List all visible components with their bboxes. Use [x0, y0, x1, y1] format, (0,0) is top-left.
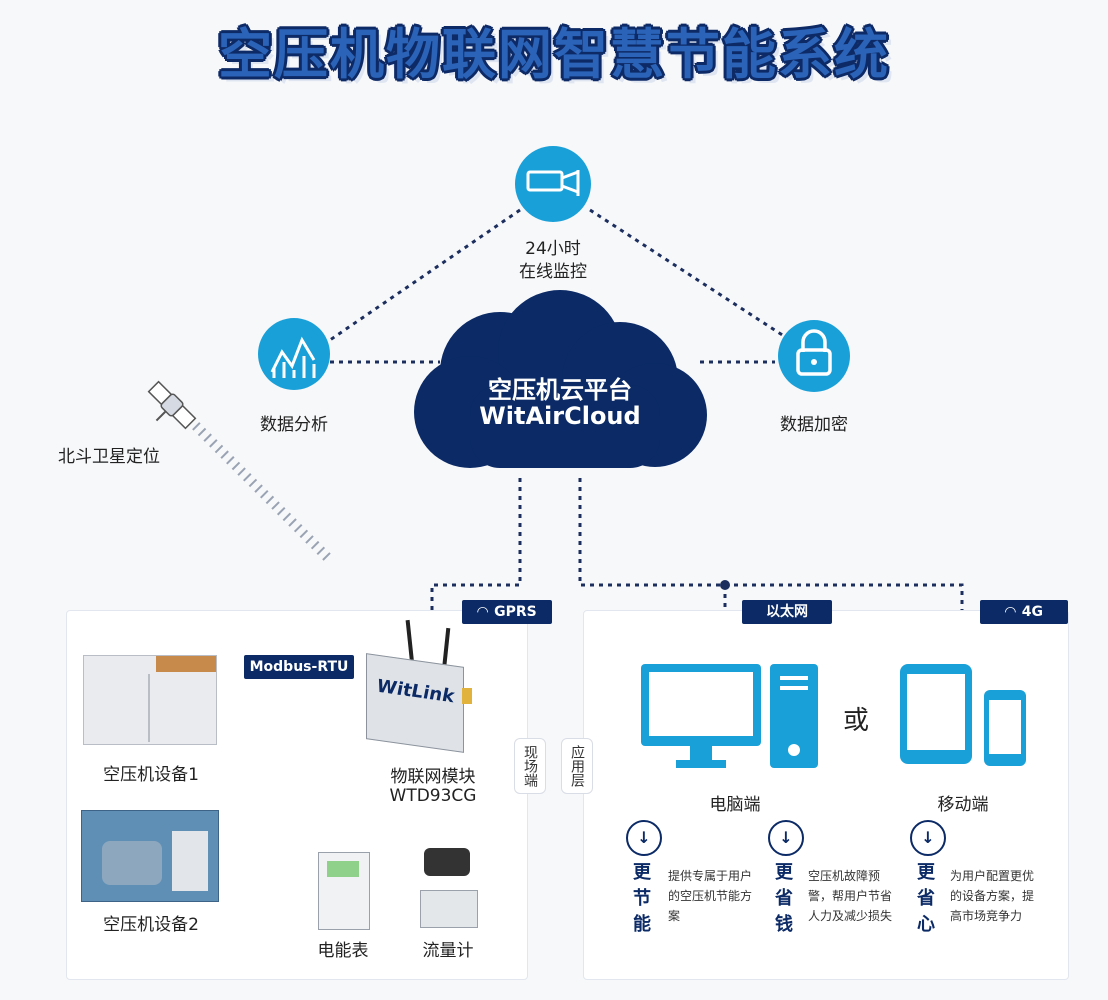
gprs-tag: ◠GPRS — [462, 600, 552, 624]
layer-app: 应用层 — [561, 738, 593, 794]
analysis-icon — [258, 318, 330, 390]
compressor2-image — [81, 810, 219, 902]
link-cloud-app — [578, 478, 964, 632]
arrow-down-icon: ↓ — [768, 820, 804, 856]
modbus-tag: Modbus-RTU — [244, 655, 354, 679]
benefit-1-title: 更节能 — [633, 862, 651, 935]
phone-icon — [984, 690, 1026, 766]
cloud-subtitle: WitAirCloud — [479, 402, 641, 430]
cloud-title: 空压机云平台 — [488, 376, 632, 404]
tablet-icon — [900, 664, 972, 764]
link-monitor-encrypt — [589, 208, 791, 342]
pc-tower-icon — [770, 664, 818, 768]
arrow-down-icon: ↓ — [910, 820, 946, 856]
analysis-label: 数据分析 — [260, 415, 328, 435]
ethernet-tag: 以太网 — [742, 600, 832, 624]
benefit-3-desc: 为用户配置更优的设备方案，提高市场竞争力 — [950, 869, 1035, 923]
monitor-label-line1: 24小时 — [525, 239, 581, 259]
layer-field: 现场端 — [514, 738, 546, 794]
arrow-down-icon: ↓ — [626, 820, 662, 856]
pc-monitor-icon — [641, 664, 761, 746]
meter-label: 电能表 — [317, 941, 369, 961]
link-cloud-gprs — [430, 478, 522, 632]
mobile-label: 移动端 — [937, 795, 989, 815]
benefit-1-desc: 提供专属于用户的空压机节能方案 — [668, 869, 753, 923]
cloud-shape — [414, 290, 707, 468]
pc-label: 电脑端 — [709, 795, 761, 815]
benefit-3-title: 更省心 — [917, 862, 935, 935]
wifi-icon: ◠ — [477, 604, 489, 620]
meter-image — [318, 852, 370, 930]
compressor1-label: 空压机设备1 — [103, 765, 199, 785]
iot-module-label: 物联网模块 — [390, 767, 476, 787]
or-label: 或 — [842, 706, 869, 736]
4g-tag: ◠4G — [980, 600, 1068, 624]
compressor1-image — [83, 655, 217, 745]
camera-icon — [515, 146, 591, 222]
satellite-icon — [147, 380, 197, 430]
iot-module-model: WTD93CG — [389, 786, 477, 806]
benefit-2-title: 更省钱 — [775, 862, 793, 935]
benefit-2-desc: 空压机故障预警，帮用户节省人力及减少损失 — [808, 869, 893, 923]
iot-module-image: WitLink — [366, 653, 464, 753]
encrypt-label: 数据加密 — [780, 415, 848, 435]
flowmeter-label: 流量计 — [422, 941, 474, 961]
monitor-label-line2: 在线监控 — [519, 262, 587, 282]
beidou-label: 北斗卫星定位 — [58, 447, 160, 467]
flowmeter-image — [424, 848, 470, 876]
wifi-icon: ◠ — [1004, 604, 1016, 620]
page-title: 空压机物联网智慧节能系统 — [218, 23, 890, 86]
link-monitor-analysis — [329, 208, 521, 342]
satellite-beam — [186, 416, 334, 564]
compressor2-label: 空压机设备2 — [103, 915, 199, 935]
lock-icon — [778, 320, 850, 392]
